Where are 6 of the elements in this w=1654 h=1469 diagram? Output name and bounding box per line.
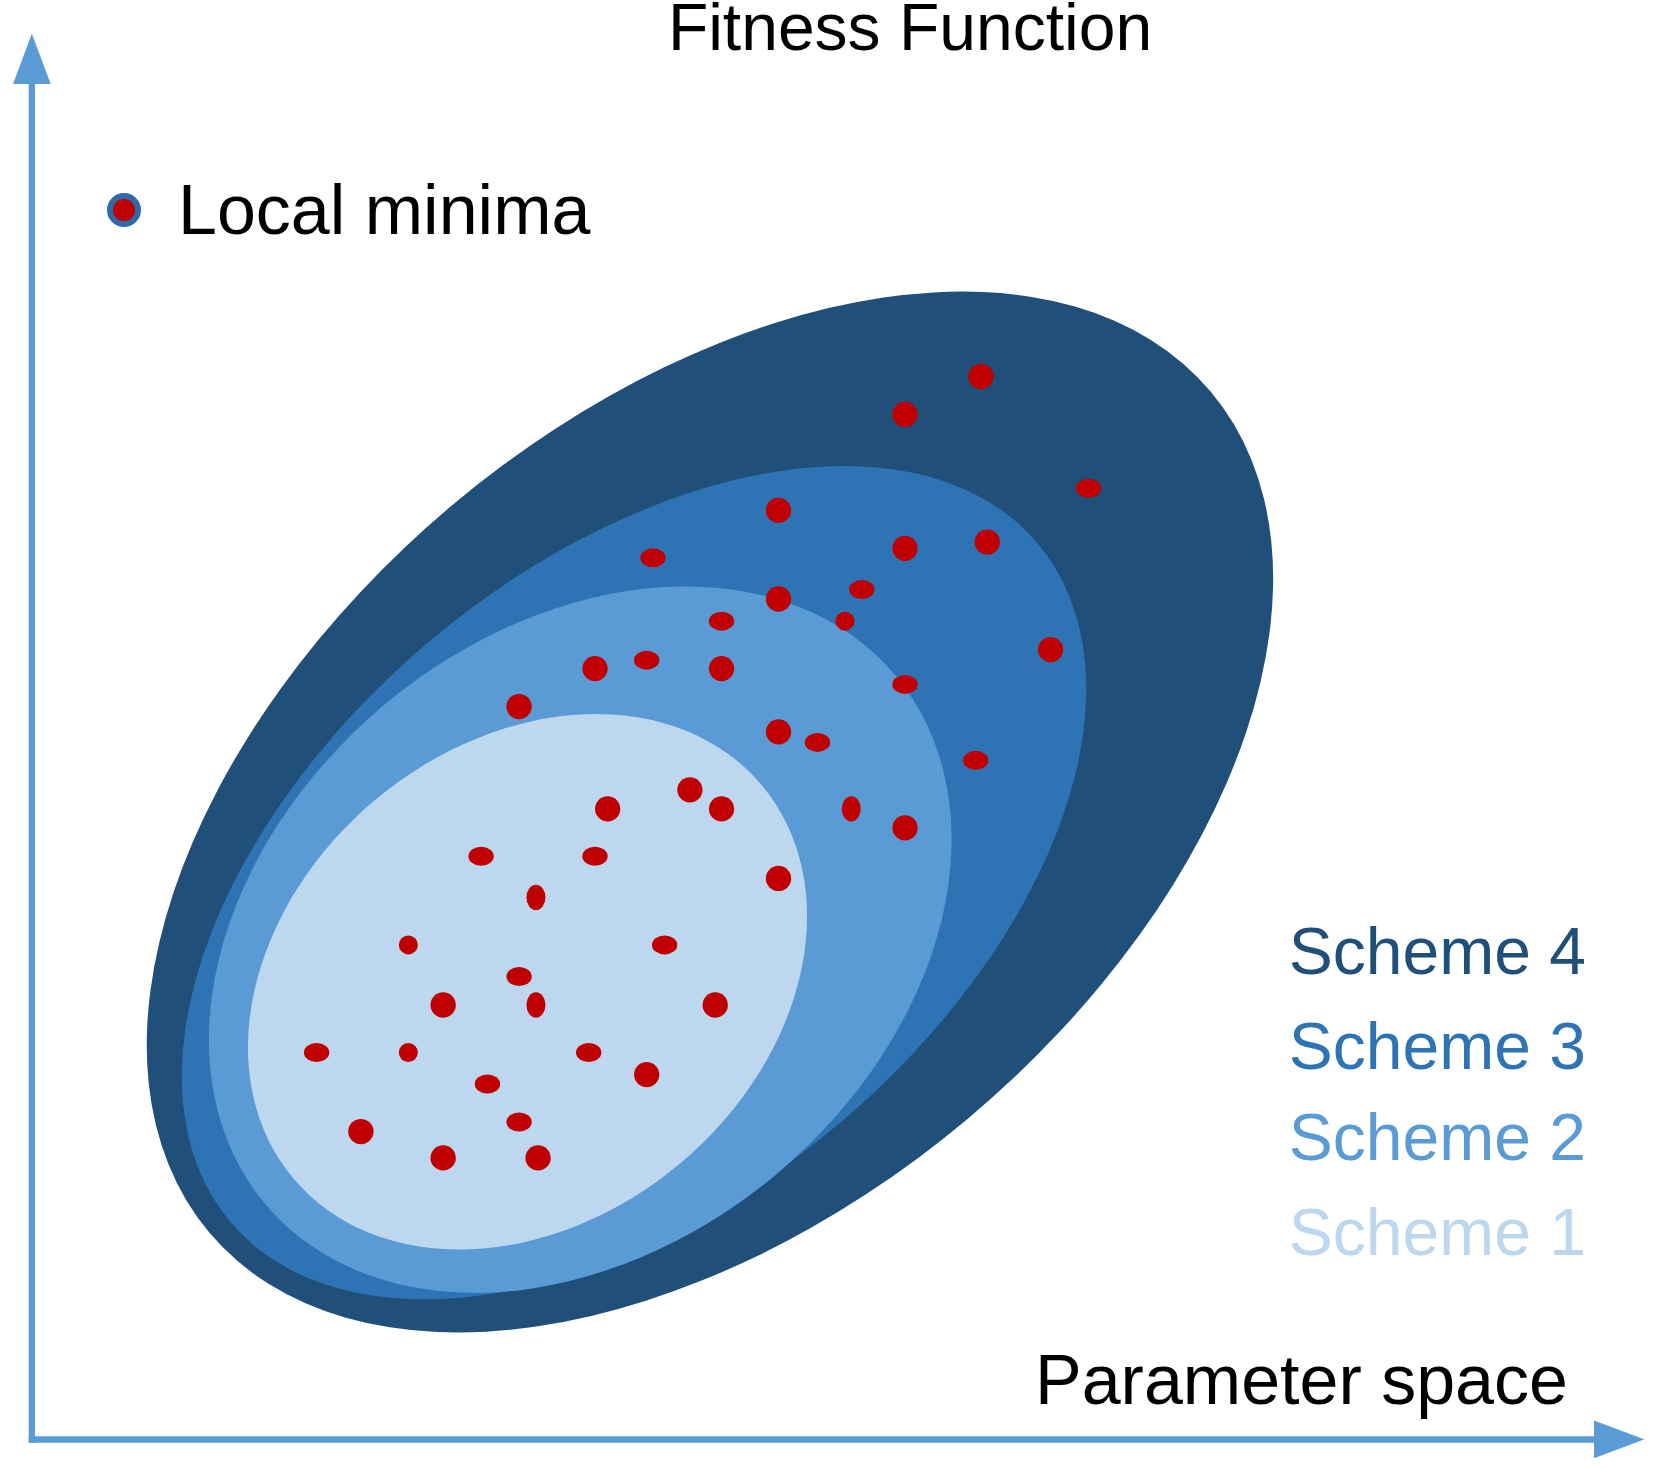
scheme-label: Scheme 3 [1288, 1013, 1586, 1079]
axis-title: Fitness Function [666, 0, 1154, 60]
legend-label: Local minima [178, 175, 591, 245]
scheme-label: Scheme 1 [1288, 1199, 1586, 1265]
scheme-label: Scheme 4 [1288, 918, 1586, 984]
scheme-label: Scheme 2 [1288, 1104, 1586, 1170]
